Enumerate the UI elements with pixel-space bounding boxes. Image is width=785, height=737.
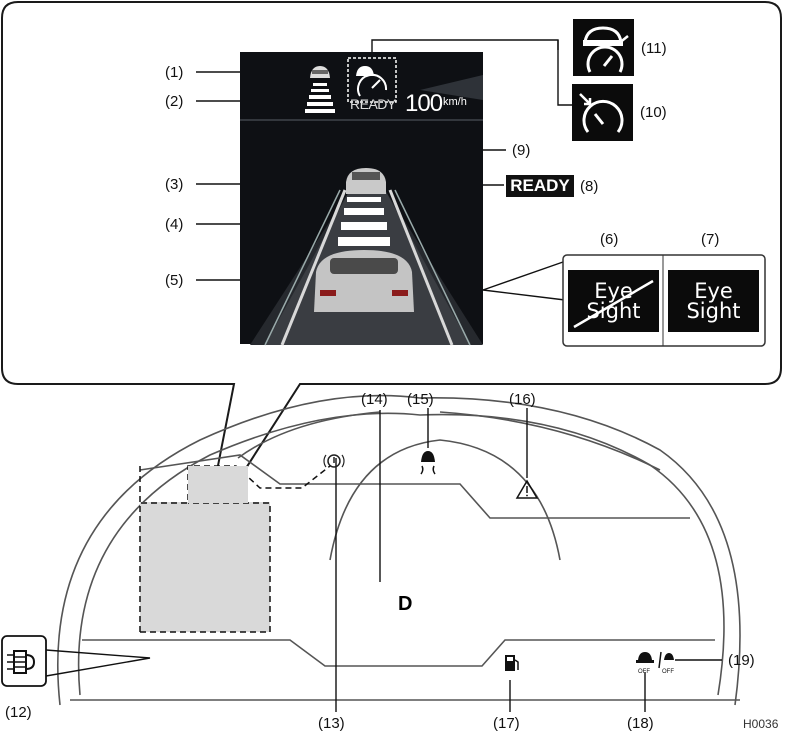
callout-14: (14) <box>361 391 388 408</box>
road-scene <box>240 75 483 346</box>
pre-collision-braking-off-icon: OFF <box>636 652 654 675</box>
lane-departure-off-icon: OFF <box>658 651 674 675</box>
gear-position: D <box>398 593 413 615</box>
callout-8: (8) <box>580 178 599 195</box>
callout-16: (16) <box>509 391 536 408</box>
eyesight-on-line2: Sight <box>686 299 741 323</box>
fuel-pump-icon <box>505 655 519 671</box>
callout-12: (12) <box>5 704 32 721</box>
eyesight-off-indicator: Eye Sight <box>568 270 659 332</box>
callout-19: (19) <box>728 652 755 669</box>
cruise-set-speed-icon <box>347 57 397 103</box>
eyesight-on-indicator: Eye Sight <box>668 270 759 332</box>
cruise-vehicle-speed-icon <box>573 19 634 76</box>
ready-indicator-small: READY <box>350 96 396 112</box>
figure-code: H0036 <box>743 717 779 731</box>
ready-indicator-legend: READY <box>506 175 574 197</box>
callout-10: (10) <box>640 104 667 121</box>
callout-3: (3) <box>165 176 184 193</box>
callout-7: (7) <box>701 231 720 248</box>
lead-vehicle-icon <box>310 66 330 78</box>
exhaust-filter-icon <box>1 635 47 687</box>
eyesight-on-line1: Eye <box>694 279 733 303</box>
callout-4: (4) <box>165 216 184 233</box>
callout-18: (18) <box>627 715 654 732</box>
svg-text:OFF: OFF <box>638 669 650 675</box>
callout-11: (11) <box>641 40 667 57</box>
callout-5: (5) <box>165 272 184 289</box>
cluster-display-area <box>140 502 270 632</box>
set-speed-unit: km/h <box>443 96 467 108</box>
eyesight-off-line1: Eye <box>594 279 633 303</box>
callout-9: (9) <box>512 142 531 159</box>
instrument-cluster <box>56 394 741 706</box>
callout-1: (1) <box>165 64 184 81</box>
callout-13: (13) <box>318 715 345 732</box>
cruise-speed-icon <box>572 84 633 141</box>
warning-triangle-icon <box>515 479 539 499</box>
callout-17: (17) <box>493 715 520 732</box>
callout-6: (6) <box>600 231 619 248</box>
callout-2: (2) <box>165 93 184 110</box>
set-speed-value: 100 <box>405 90 443 117</box>
following-distance-icon <box>305 83 335 113</box>
eyesight-off-line2: Sight <box>586 299 641 323</box>
lane-keep-icon <box>420 451 436 475</box>
svg-text:OFF: OFF <box>662 669 674 675</box>
callout-15: (15) <box>407 391 434 408</box>
brake-hold-icon <box>323 454 345 468</box>
